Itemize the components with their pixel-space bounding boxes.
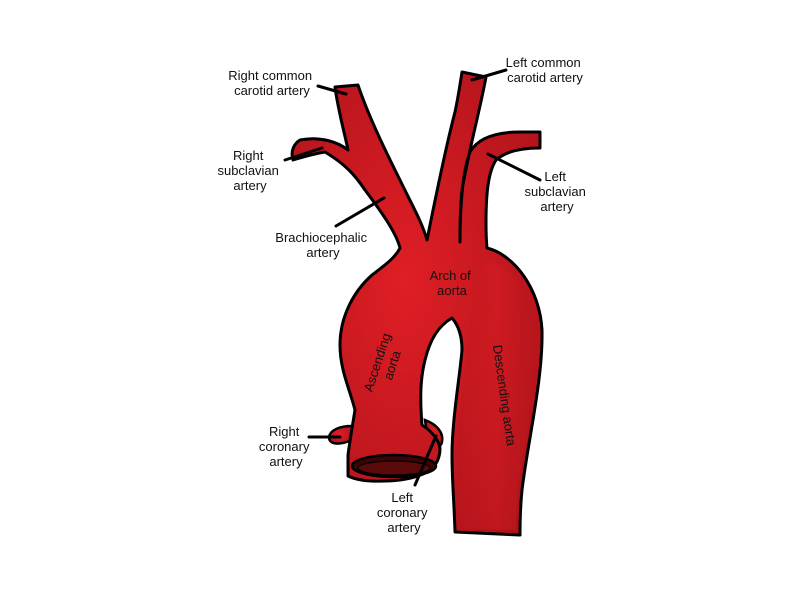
- leader-brachiocephalic: [334, 196, 386, 228]
- label-left-common-carotid: Left common carotid artery: [506, 55, 585, 85]
- leader-left-coronary: [413, 434, 438, 487]
- leader-left-common-carotid: [470, 68, 508, 82]
- leader-lines: [283, 68, 542, 487]
- descending-aorta-shade: [457, 260, 537, 530]
- aortic-root-opening-inner: [357, 460, 431, 476]
- label-right-coronary: Right coronary artery: [259, 424, 313, 469]
- leader-right-common-carotid: [316, 84, 348, 96]
- label-arch-of-aorta: Arch of aorta: [430, 268, 475, 298]
- leader-left-subclavian: [486, 152, 542, 182]
- label-brachiocephalic: Brachiocephalic artery: [275, 230, 370, 260]
- label-left-coronary: Left coronary artery: [377, 490, 431, 535]
- leader-right-subclavian: [283, 146, 324, 162]
- label-left-subclavian: Left subclavian artery: [524, 169, 589, 214]
- label-right-subclavian: Right subclavian artery: [217, 148, 282, 193]
- aorta-vessel: [290, 70, 544, 537]
- label-right-common-carotid: Right common carotid artery: [228, 68, 315, 98]
